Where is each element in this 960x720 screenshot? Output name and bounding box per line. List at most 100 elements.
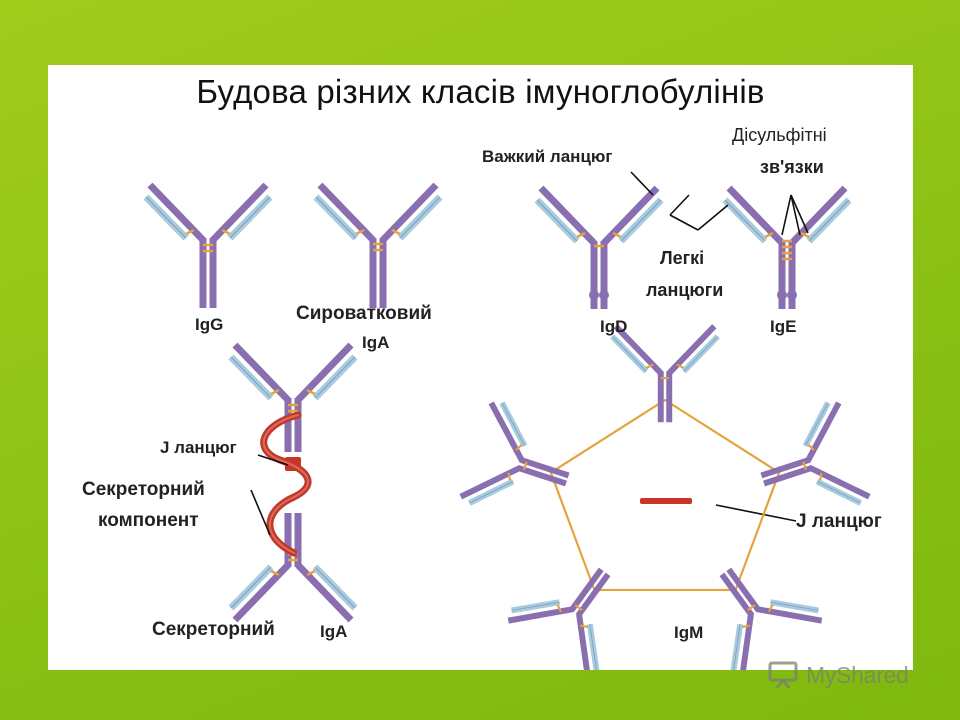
antibody-serum-iga: [313, 182, 443, 308]
heavy-chain-arm: [507, 606, 573, 624]
heavy-chain-domain: [777, 290, 787, 300]
light-chain-edge: [314, 356, 356, 399]
disulfide-bond: [819, 472, 823, 481]
antibody-igd: [534, 185, 664, 309]
light-chain-edge: [501, 402, 525, 447]
disulfide-bond: [515, 444, 523, 452]
antibody-secretory-iga-top: [228, 342, 358, 452]
antibody-igm-monomer: [507, 567, 611, 670]
disulfide-bond: [747, 604, 756, 612]
heavy-chain-stem: [516, 464, 567, 487]
disulfide-bond: [556, 604, 562, 613]
label-light-1: Легкі: [660, 248, 705, 268]
disulfide-bond: [576, 231, 586, 239]
igm-disulfide-ring: [549, 398, 781, 592]
antibody-igm-monomer: [459, 401, 570, 506]
label-igg: IgG: [195, 315, 224, 334]
label-j-chain-right: J ланцюг: [796, 511, 882, 532]
light-chain-edge: [683, 336, 719, 372]
heavy-chain-stem: [719, 572, 755, 618]
light-chain-edge: [724, 199, 766, 242]
label-secretory-component-2: компонент: [98, 510, 199, 531]
label-j-chain-left: J ланцюг: [160, 438, 237, 457]
watermark-text: MyShared: [806, 661, 909, 688]
antibody-igm-monomer: [610, 324, 720, 423]
light-chain-edge: [230, 356, 272, 399]
leader-line: [669, 194, 690, 216]
immunoglobulin-diagram: [143, 171, 871, 670]
label-disulfide-2: зв'язки: [760, 157, 824, 177]
heavy-chain-stem: [763, 464, 814, 487]
disulfide-bond: [574, 604, 583, 612]
label-ige: IgE: [770, 317, 797, 336]
leader-line: [715, 504, 797, 522]
disulfide-bond: [522, 461, 528, 471]
leader-line: [257, 454, 289, 466]
heavy-chain-stem: [575, 572, 611, 618]
heavy-chain-domain: [787, 290, 797, 300]
disulfide-bond: [802, 461, 808, 471]
disulfide-bond: [185, 228, 195, 236]
disulfide-bond: [800, 231, 810, 239]
light-chain-edge: [315, 196, 357, 239]
antibody-secretory-iga-bottom: [228, 513, 358, 623]
leader-line: [790, 194, 801, 236]
label-igm: IgM: [674, 623, 704, 642]
light-chain-edge: [620, 199, 662, 242]
label-serum: Сироватковий: [296, 303, 432, 324]
disulfide-bond: [391, 228, 401, 236]
light-chain-edge: [808, 199, 850, 242]
heavy-chain-stem: [726, 567, 762, 613]
disulfide-bond: [306, 569, 316, 577]
disulfide-bond: [676, 363, 685, 369]
antibody-ige: [722, 185, 852, 309]
light-chain-edge: [229, 196, 271, 239]
heavy-chain-arm: [757, 606, 823, 624]
light-chain-edge: [230, 566, 272, 609]
antibody-igm-monomer: [760, 401, 871, 506]
heavy-chain-domain: [589, 290, 599, 300]
heavy-chain-stem: [519, 456, 570, 479]
light-chain-edge: [589, 624, 598, 670]
disulfide-bond: [221, 228, 231, 236]
disulfide-bond: [807, 444, 815, 452]
disulfide-bond: [270, 388, 280, 396]
heavy-chain-domain: [599, 290, 609, 300]
label-secretory: Секреторний: [152, 619, 275, 640]
leader-line: [697, 204, 729, 231]
label-light-2: ланцюги: [646, 280, 724, 300]
disulfide-bond: [306, 388, 316, 396]
label-serum-iga: IgA: [362, 333, 390, 352]
leader-line: [790, 194, 809, 234]
disulfide-bond: [768, 604, 774, 613]
leader-line: [669, 214, 699, 231]
label-disulfide-1: Дісульфітні: [732, 125, 827, 145]
disulfide-bond: [355, 228, 365, 236]
disulfide-bond: [580, 624, 588, 628]
leader-line: [781, 194, 792, 236]
heavy-chain-stem: [568, 567, 604, 613]
heavy-chain-stem: [760, 456, 811, 479]
page-title: Будова різних класів імуноглобулінів: [196, 73, 765, 110]
slide-canvas: Будова різних класів імуноглобулінів IgG…: [48, 65, 913, 670]
label-secretory-component-1: Секреторний: [82, 479, 205, 500]
label-igd: IgD: [600, 317, 628, 336]
light-chain-edge: [314, 566, 356, 609]
label-secretory-iga: IgA: [320, 622, 348, 641]
disulfide-bond: [742, 624, 750, 628]
disulfide-bond: [645, 363, 654, 369]
presentation-icon: [768, 661, 798, 689]
light-chain-edge: [469, 481, 514, 504]
light-chain-edge: [145, 196, 187, 239]
label-heavy-chain: Важкий ланцюг: [482, 147, 613, 166]
leader-line: [250, 489, 271, 536]
disulfide-bond: [764, 231, 774, 239]
secretory-component-highlight: [262, 414, 309, 554]
leader-line: [630, 171, 654, 196]
light-chain-edge: [536, 199, 578, 242]
antibody-igm-monomer: [719, 567, 823, 670]
watermark: MyShared: [768, 658, 909, 692]
j-chain-igm: [640, 498, 692, 504]
light-chain-edge: [770, 601, 819, 611]
heavy-chain-arm: [576, 613, 592, 670]
